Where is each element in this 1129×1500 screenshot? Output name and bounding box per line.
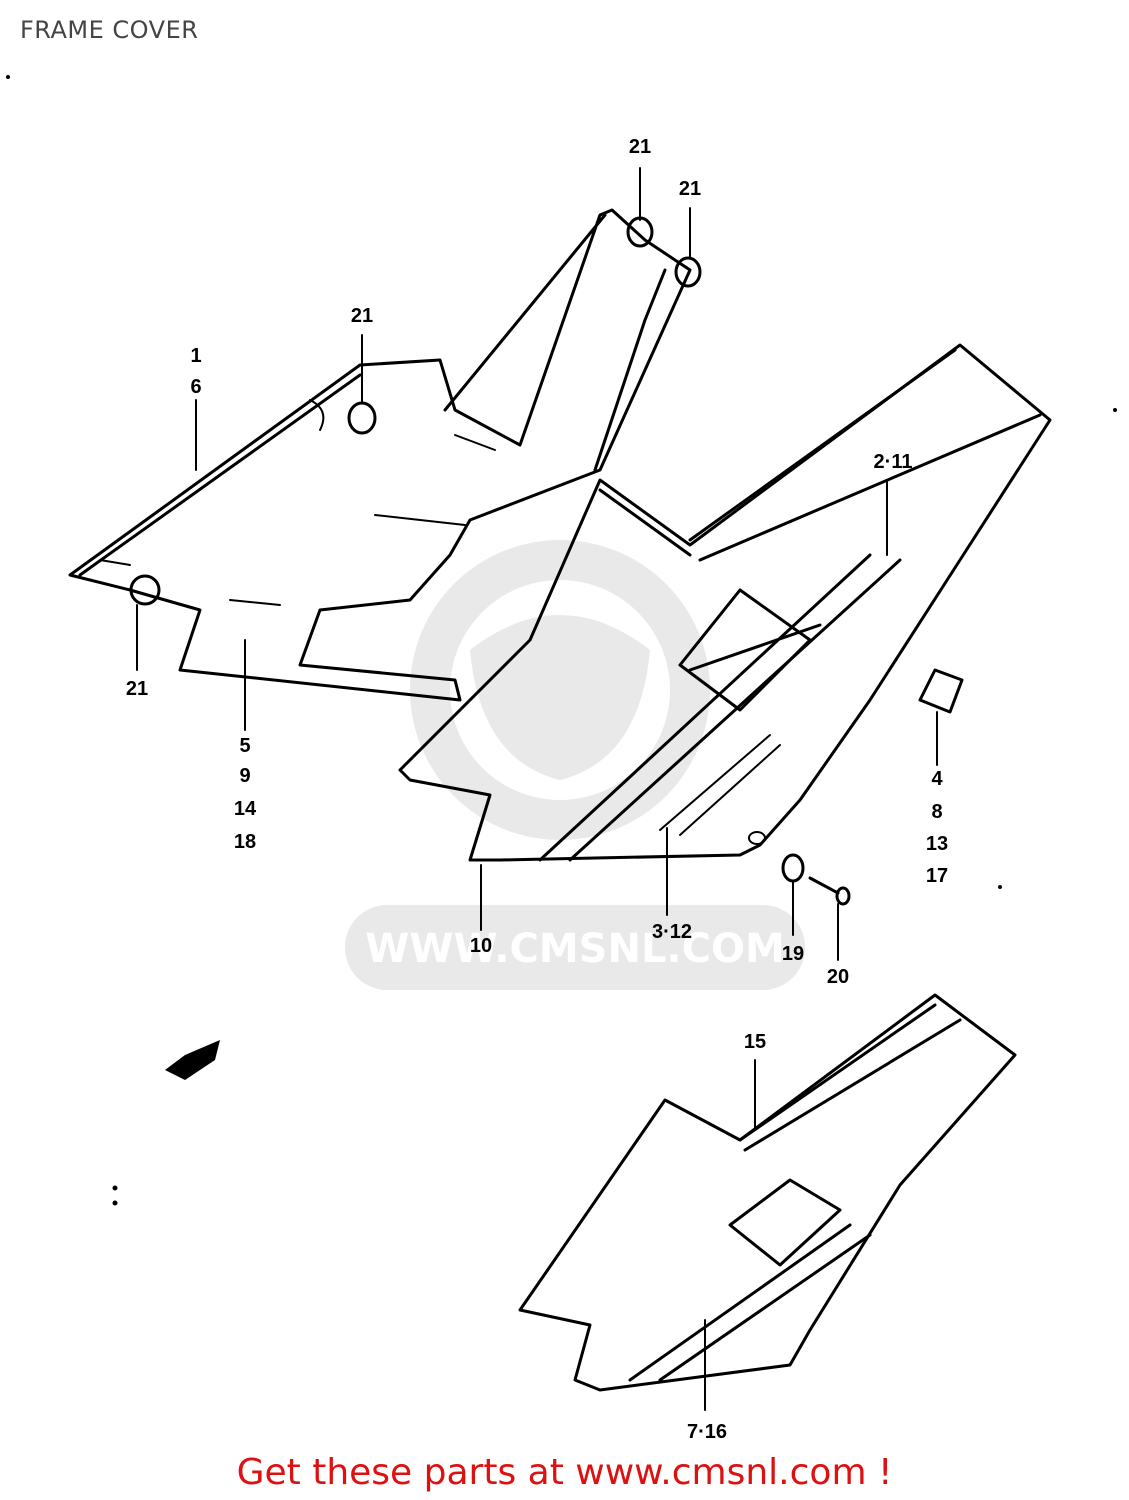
leader-lines (136, 167, 938, 1411)
callout-9: 9 (239, 765, 250, 787)
dot-mark (998, 885, 1002, 889)
callout-3-12: 3·12 (652, 921, 692, 943)
callout-13: 13 (926, 833, 948, 855)
callout-1: 1 (190, 345, 201, 367)
callout-2-11: 2·11 (874, 451, 913, 473)
callout-20: 20 (827, 966, 849, 988)
callout-14: 14 (234, 798, 257, 820)
callout-10: 10 (470, 935, 492, 957)
callout-18: 18 (234, 831, 256, 853)
callout-7-16: 7·16 (687, 1421, 727, 1443)
callout-15: 15 (744, 1031, 766, 1053)
side-cover (398, 343, 1052, 862)
washer-icon (781, 853, 805, 883)
callout-21: 21 (351, 305, 373, 327)
arrow-icon (165, 1040, 220, 1080)
footer-link[interactable]: Get these parts at www.cmsnl.com ! (236, 1452, 893, 1493)
dot-mark (6, 75, 10, 79)
watermark-text: WWW.CMSNL.COM (365, 926, 785, 972)
callout-5: 5 (239, 735, 250, 757)
dot-mark (112, 1185, 118, 1191)
callout-21: 21 (629, 136, 651, 158)
left-frame-cover (68, 208, 702, 702)
callout-17: 17 (926, 865, 948, 887)
callout-6: 6 (190, 376, 201, 398)
callout-4: 4 (931, 768, 943, 790)
callout-21: 21 (126, 678, 148, 700)
dot-mark (1113, 408, 1117, 412)
emblem-badge (918, 668, 964, 714)
lower-frame-cover (518, 993, 1017, 1392)
callout-8: 8 (931, 801, 942, 823)
screw-icon (808, 876, 851, 906)
dot-mark (112, 1200, 118, 1206)
callout-21: 21 (679, 178, 701, 200)
grommet-icon (129, 216, 702, 606)
callout-19: 19 (782, 943, 804, 965)
page-title: FRAME COVER (20, 16, 199, 44)
watermark: WWW.CMSNL.COM (345, 540, 805, 990)
